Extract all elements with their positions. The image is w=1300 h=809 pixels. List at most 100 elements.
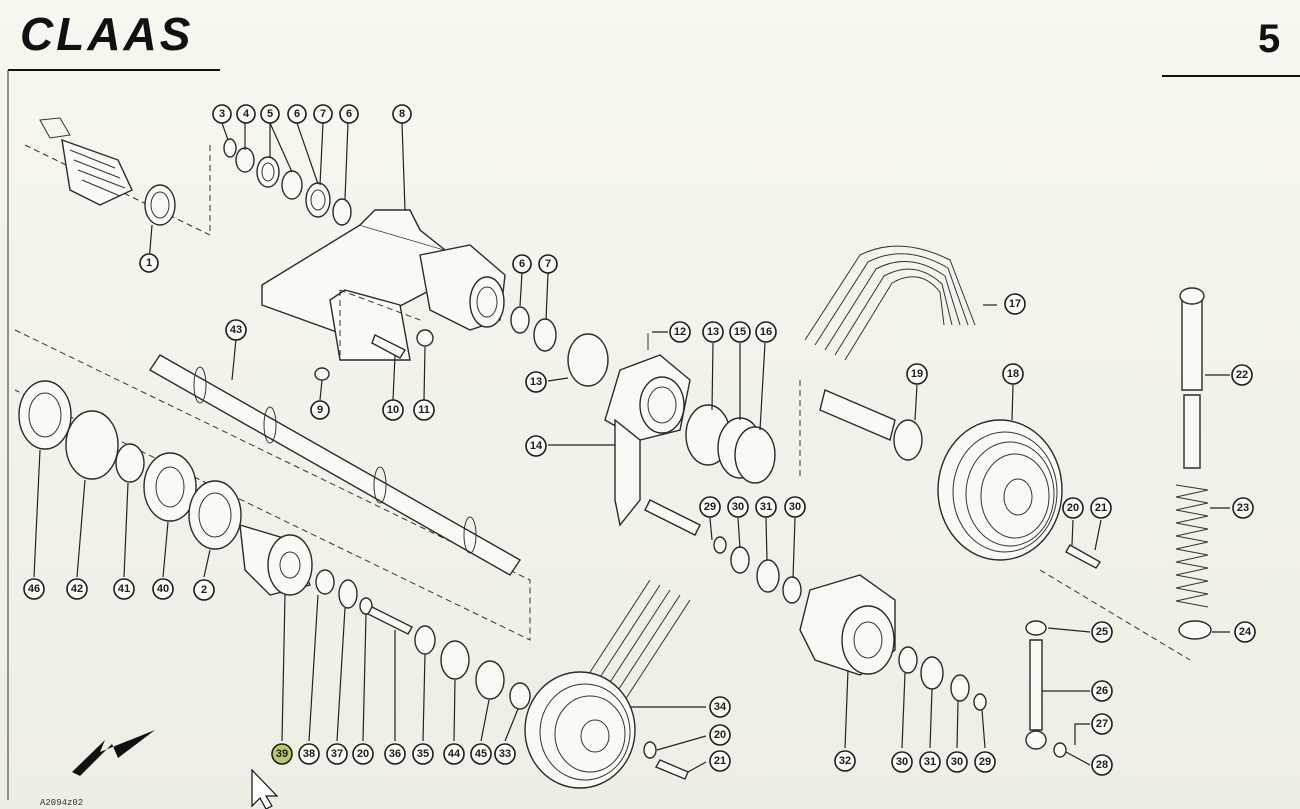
- callout-29[interactable]: 29: [699, 496, 721, 518]
- parts-artwork: [14, 117, 1212, 789]
- callout-13[interactable]: 13: [702, 321, 724, 343]
- part-gearbox-housing: [261, 209, 506, 361]
- callout-15[interactable]: 15: [729, 321, 751, 343]
- callout-2[interactable]: 2: [193, 579, 215, 601]
- callout-26[interactable]: 26: [1091, 680, 1113, 702]
- callout-39-highlighted[interactable]: 39: [271, 743, 293, 765]
- callout-20[interactable]: 20: [352, 743, 374, 765]
- callout-12[interactable]: 12: [669, 321, 691, 343]
- svg-text:7: 7: [545, 258, 551, 270]
- callout-8[interactable]: 8: [392, 104, 412, 124]
- callout-17[interactable]: 17: [1004, 293, 1026, 315]
- callout-9[interactable]: 9: [310, 400, 330, 420]
- callout-13[interactable]: 13: [525, 371, 547, 393]
- part-shaft-upper: [24, 117, 211, 236]
- svg-text:15: 15: [734, 326, 746, 338]
- part-ring-44: [440, 640, 470, 680]
- callout-25[interactable]: 25: [1091, 621, 1113, 643]
- svg-text:22: 22: [1236, 369, 1248, 381]
- callout-5[interactable]: 5: [260, 104, 280, 124]
- callout-40[interactable]: 40: [152, 578, 174, 600]
- callout-21[interactable]: 21: [1090, 497, 1112, 519]
- callout-30[interactable]: 30: [946, 751, 968, 773]
- svg-text:28: 28: [1096, 759, 1108, 771]
- callout-38[interactable]: 38: [298, 743, 320, 765]
- svg-text:8: 8: [399, 108, 405, 120]
- callout-31[interactable]: 31: [755, 496, 777, 518]
- callout-45[interactable]: 45: [470, 743, 492, 765]
- callout-30[interactable]: 30: [784, 496, 806, 518]
- callout-33[interactable]: 33: [494, 743, 516, 765]
- callout-14[interactable]: 14: [525, 435, 547, 457]
- callout-6[interactable]: 6: [512, 254, 532, 274]
- callout-43[interactable]: 43: [225, 319, 247, 341]
- part-seal-stack: [223, 138, 352, 226]
- direction-arrow-icon: [72, 730, 155, 776]
- callout-1[interactable]: 1: [139, 253, 159, 273]
- part-splined-shaft: [819, 389, 896, 441]
- callout-20[interactable]: 20: [1062, 497, 1084, 519]
- callout-7[interactable]: 7: [313, 104, 333, 124]
- svg-text:37: 37: [331, 748, 343, 760]
- svg-text:20: 20: [1067, 502, 1079, 514]
- part-washer-20b: [643, 741, 657, 759]
- callout-37[interactable]: 37: [326, 743, 348, 765]
- svg-text:4: 4: [243, 108, 250, 120]
- callout-6[interactable]: 6: [287, 104, 307, 124]
- part-left-bearings: [18, 380, 242, 550]
- callout-20[interactable]: 20: [709, 724, 731, 746]
- callout-3[interactable]: 3: [212, 104, 232, 124]
- svg-text:18: 18: [1007, 368, 1019, 380]
- svg-text:13: 13: [707, 326, 719, 338]
- callout-35[interactable]: 35: [412, 743, 434, 765]
- part-ring-29a: [713, 536, 727, 554]
- svg-text:30: 30: [789, 501, 801, 513]
- callout-24[interactable]: 24: [1234, 621, 1256, 643]
- callout-29[interactable]: 29: [974, 751, 996, 773]
- svg-text:6: 6: [346, 108, 352, 120]
- part-hub-39: [239, 524, 313, 596]
- callout-19[interactable]: 19: [906, 363, 928, 385]
- callout-31[interactable]: 31: [919, 751, 941, 773]
- svg-text:33: 33: [499, 748, 511, 760]
- svg-text:45: 45: [475, 748, 487, 760]
- callout-21[interactable]: 21: [709, 750, 731, 772]
- svg-text:9: 9: [317, 404, 323, 416]
- callout-30[interactable]: 30: [727, 496, 749, 518]
- svg-text:16: 16: [760, 326, 772, 338]
- callout-44[interactable]: 44: [443, 743, 465, 765]
- part-idler-32: [799, 574, 896, 676]
- callout-6[interactable]: 6: [339, 104, 359, 124]
- part-spring-23: [1175, 484, 1209, 608]
- callout-32[interactable]: 32: [834, 750, 856, 772]
- callout-28[interactable]: 28: [1091, 754, 1113, 776]
- callout-22[interactable]: 22: [1231, 364, 1253, 386]
- callout-46[interactable]: 46: [23, 578, 45, 600]
- svg-text:7: 7: [320, 108, 326, 120]
- callout-42[interactable]: 42: [66, 578, 88, 600]
- svg-text:46: 46: [28, 583, 40, 595]
- callout-41[interactable]: 41: [113, 578, 135, 600]
- part-nut-9: [314, 367, 330, 381]
- svg-text:38: 38: [303, 748, 315, 760]
- svg-text:44: 44: [448, 748, 461, 760]
- callout-4[interactable]: 4: [236, 104, 256, 124]
- svg-text:25: 25: [1096, 626, 1108, 638]
- callout-10[interactable]: 10: [382, 399, 404, 421]
- callout-30[interactable]: 30: [891, 751, 913, 773]
- svg-text:1: 1: [146, 257, 152, 269]
- callout-23[interactable]: 23: [1232, 497, 1254, 519]
- callout-16[interactable]: 16: [755, 321, 777, 343]
- callout-36[interactable]: 36: [384, 743, 406, 765]
- callout-18[interactable]: 18: [1002, 363, 1024, 385]
- callout-34[interactable]: 34: [709, 696, 731, 718]
- callout-27[interactable]: 27: [1091, 713, 1113, 735]
- svg-text:19: 19: [911, 368, 923, 380]
- svg-text:2: 2: [201, 584, 207, 596]
- part-bearing-housing: [604, 333, 691, 527]
- svg-text:43: 43: [230, 324, 242, 336]
- callout-7[interactable]: 7: [538, 254, 558, 274]
- part-bolt-26: [1025, 620, 1067, 758]
- callout-11[interactable]: 11: [413, 399, 435, 421]
